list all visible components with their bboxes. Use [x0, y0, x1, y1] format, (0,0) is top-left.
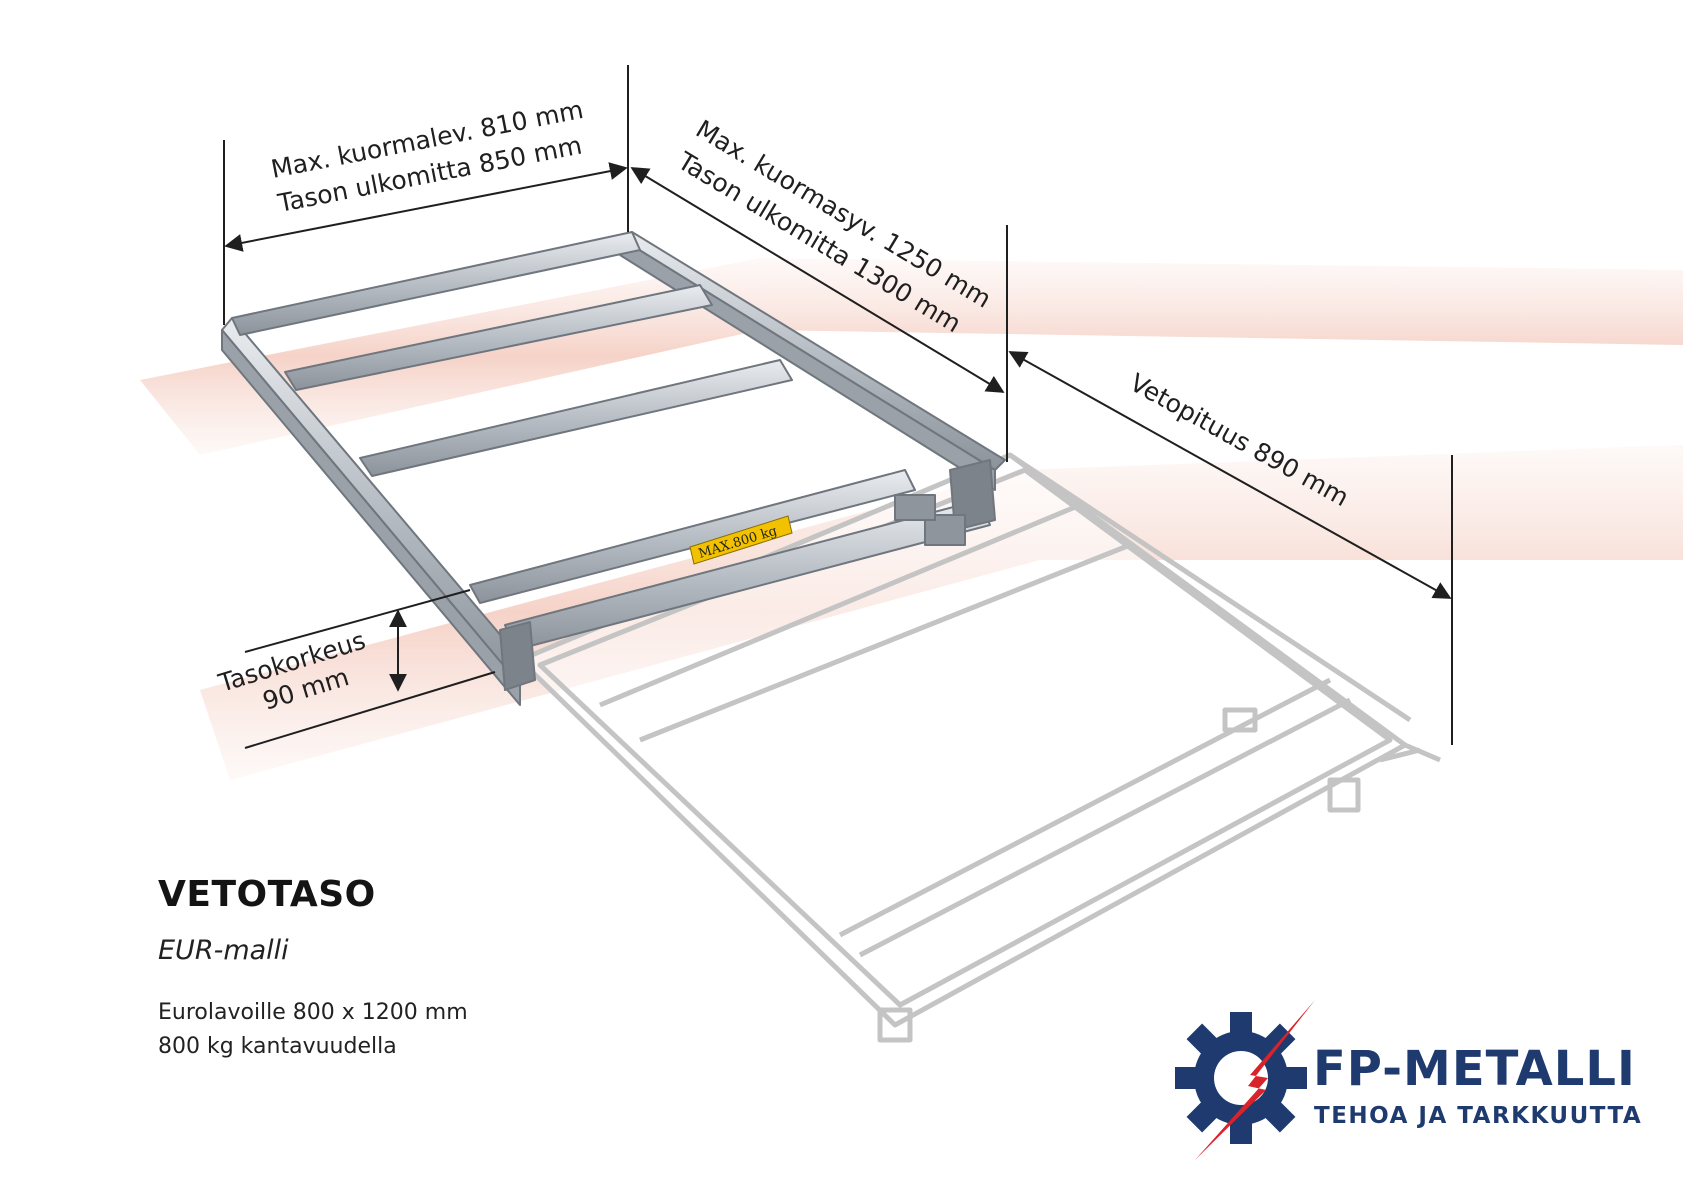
- width-arrow: [224, 162, 628, 252]
- end-block-front: [499, 621, 536, 691]
- dimension-lines: [223, 65, 1453, 749]
- product-title: VETOTASO: [158, 874, 376, 915]
- brand-tagline: TEHOA JA TARKKUUTTA: [1314, 1103, 1643, 1129]
- gear-icon: [1175, 1012, 1307, 1144]
- lightning-icon: [1195, 1000, 1315, 1160]
- rail-band-upper: [140, 258, 1683, 455]
- depth-arrow: [630, 167, 1005, 393]
- product-spec-pallet: Eurolavoille 800 x 1200 mm: [158, 1000, 468, 1025]
- product-spec-capacity: 800 kg kantavuudella: [158, 1034, 397, 1059]
- crossbar-front-top: [469, 469, 916, 604]
- product-model: EUR-malli: [158, 935, 289, 966]
- frame-rail-left-side: [221, 329, 521, 706]
- height-ref-upper: [244, 589, 471, 653]
- brand-name: FP-METALLI: [1313, 1041, 1636, 1097]
- pull-arrow: [1008, 351, 1452, 599]
- mounting-bracket-2: [894, 494, 936, 521]
- end-block-right: [949, 459, 996, 531]
- height-ref-lower: [244, 671, 496, 749]
